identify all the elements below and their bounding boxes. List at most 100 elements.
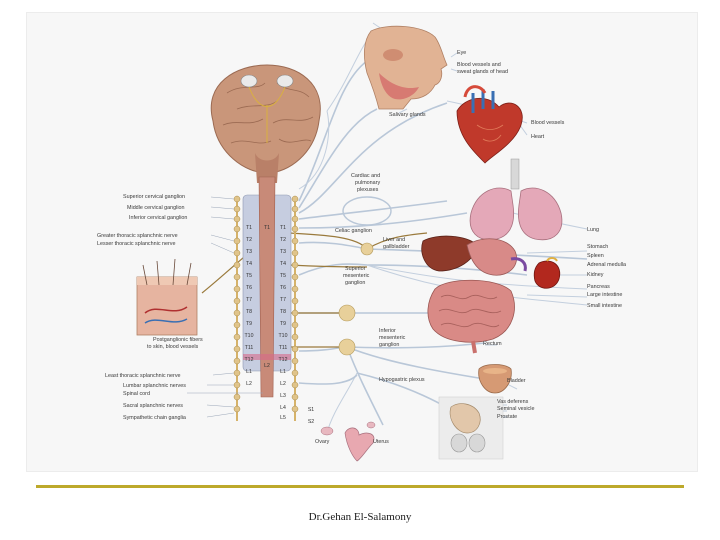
label-spleen: Spleen bbox=[587, 253, 604, 259]
lungs-illustration bbox=[469, 158, 563, 241]
superior-mesenteric-ganglion bbox=[338, 304, 356, 322]
segment-label: T3 bbox=[246, 249, 252, 255]
label-large-intestine: Large intestine bbox=[587, 292, 622, 298]
female-reproductive-illustration bbox=[320, 421, 376, 462]
label-lung: Lung bbox=[587, 227, 599, 233]
label-inf-mesenteric: Inferior bbox=[379, 328, 396, 334]
label-blood-vessels-sweat-2: sweat glands of head bbox=[457, 69, 508, 75]
sympathetic-chain-right bbox=[291, 195, 299, 421]
segment-label: L1 bbox=[246, 369, 252, 375]
chain-labels: Superior cervical ganglion Middle cervic… bbox=[97, 194, 203, 421]
segment-label: L3 bbox=[280, 393, 286, 399]
segment-label: S1 bbox=[308, 407, 314, 413]
segment-label: T7 bbox=[246, 297, 252, 303]
label-sacral: Sacral splanchnic nerves bbox=[123, 403, 183, 409]
segment-label: T11 bbox=[245, 345, 254, 351]
label-blood-vessels-sweat: Blood vessels and bbox=[457, 62, 501, 68]
label-hypogastric: Hypogastric plexus bbox=[379, 377, 425, 383]
segment-label: T1 bbox=[264, 225, 270, 231]
segment-labels-right: T1 T2 T3 T4 T5 T6 T7 T8 T9 T10 T11 T12 L… bbox=[279, 225, 315, 425]
label-seminal: Seminal vesicle bbox=[497, 406, 534, 412]
segment-label: T2 bbox=[246, 237, 252, 243]
label-inf-cervical: Inferior cervical ganglion bbox=[129, 215, 187, 221]
segment-label: T6 bbox=[280, 285, 286, 291]
segment-label: T5 bbox=[280, 273, 286, 279]
segment-label: T7 bbox=[280, 297, 286, 303]
male-reproductive-illustration bbox=[438, 396, 504, 460]
label-greater-thoracic: Greater thoracic splanchnic nerve bbox=[97, 233, 178, 239]
label-liver: Liver and bbox=[383, 237, 405, 243]
segment-label: T12 bbox=[245, 357, 254, 363]
label-adrenal: Adrenal medulla bbox=[587, 262, 626, 268]
label-rectum: Rectum bbox=[483, 341, 502, 347]
segment-label: T5 bbox=[246, 273, 252, 279]
label-lumbar: Lumbar splanchnic nerves bbox=[123, 383, 186, 389]
intestines-illustration bbox=[427, 279, 515, 354]
segment-label: T3 bbox=[280, 249, 286, 255]
segment-label: T6 bbox=[246, 285, 252, 291]
label-cardiac: Cardiac and bbox=[351, 173, 380, 179]
label-bladder: Bladder bbox=[507, 378, 526, 384]
segment-label: T10 bbox=[245, 333, 254, 339]
skin-illustration bbox=[136, 258, 198, 336]
label-blood-vessels: Blood vessels bbox=[531, 120, 565, 126]
footer-divider bbox=[36, 485, 684, 488]
segment-label: L4 bbox=[280, 405, 286, 411]
label-eye: Eye bbox=[457, 50, 466, 56]
inferior-mesenteric-ganglion bbox=[338, 338, 356, 356]
label-pancreas: Pancreas bbox=[587, 284, 610, 290]
label-liver-2: gallbladder bbox=[383, 244, 410, 250]
label-sup-mesenteric: Superior bbox=[345, 266, 366, 272]
segment-label: T4 bbox=[280, 261, 286, 267]
heart-illustration bbox=[456, 85, 523, 164]
organ-labels: Eye Blood vessels and sweat glands of he… bbox=[315, 50, 626, 445]
label-kidney: Kidney bbox=[587, 272, 604, 278]
segment-label: T8 bbox=[246, 309, 252, 315]
label-lesser-thoracic: Lesser thoracic splanchnic nerve bbox=[97, 241, 176, 247]
segment-label: L1 bbox=[280, 369, 286, 375]
label-celiac: Celiac ganglion bbox=[335, 228, 372, 234]
head-illustration bbox=[363, 25, 448, 110]
diagram-canvas: T1 T2 T3 T4 T5 T6 T7 T8 T9 T10 T11 T12 L… bbox=[97, 22, 626, 462]
label-inf-mesenteric-2: mesenteric bbox=[379, 335, 406, 341]
label-stomach: Stomach bbox=[587, 244, 608, 250]
segment-label: L2 bbox=[246, 381, 252, 387]
label-small-intestine: Small intestine bbox=[587, 303, 622, 309]
kidney-illustration bbox=[533, 257, 561, 289]
segment-label: L2 bbox=[264, 363, 270, 369]
cardiac-plexus bbox=[342, 196, 392, 226]
segment-label: T10 bbox=[279, 333, 288, 339]
label-sup-mesenteric-2: mesenteric bbox=[343, 273, 370, 279]
segment-label: L2 bbox=[280, 381, 286, 387]
segment-label: S2 bbox=[308, 419, 314, 425]
label-heart: Heart bbox=[531, 134, 545, 140]
label-ovary: Ovary bbox=[315, 439, 330, 445]
label-postganglionic-2: to skin, blood vessels bbox=[147, 344, 199, 350]
brain-illustration bbox=[210, 64, 321, 183]
leader-lines bbox=[187, 196, 263, 418]
segment-label: T2 bbox=[280, 237, 286, 243]
segment-label: T8 bbox=[280, 309, 286, 315]
segment-labels-center: T1 L2 bbox=[264, 225, 270, 369]
label-cardiac-2: pulmonary bbox=[355, 180, 380, 186]
label-salivary: Salivary glands bbox=[389, 112, 426, 118]
label-cardiac-3: plexuses bbox=[357, 187, 379, 193]
segment-label: T9 bbox=[280, 321, 286, 327]
label-spinal-cord: Spinal cord bbox=[123, 391, 150, 397]
celiac-ganglion bbox=[360, 242, 374, 256]
label-least-thoracic: Least thoracic splanchnic nerve bbox=[105, 373, 181, 379]
footer-author: Dr.Gehan El-Salamony bbox=[308, 511, 412, 523]
sympathetic-chain-left bbox=[233, 195, 241, 421]
label-mid-cervical: Middle cervical ganglion bbox=[127, 205, 185, 211]
label-inf-mesenteric-3: ganglion bbox=[379, 342, 399, 348]
liver-stomach-illustration bbox=[421, 235, 527, 276]
segment-label: T1 bbox=[246, 225, 252, 231]
label-vas-deferens: Vas deferens bbox=[497, 399, 529, 405]
label-sympathetic-chain: Sympathetic chain ganglia bbox=[123, 415, 186, 421]
label-uterus: Uterus bbox=[373, 439, 389, 445]
segment-label: L5 bbox=[280, 415, 286, 421]
label-prostate: Prostate bbox=[497, 414, 517, 420]
label-postganglionic: Postganglionic fibers bbox=[153, 337, 203, 343]
spinal-cord-illustration bbox=[242, 176, 292, 398]
bladder-illustration bbox=[478, 364, 512, 394]
